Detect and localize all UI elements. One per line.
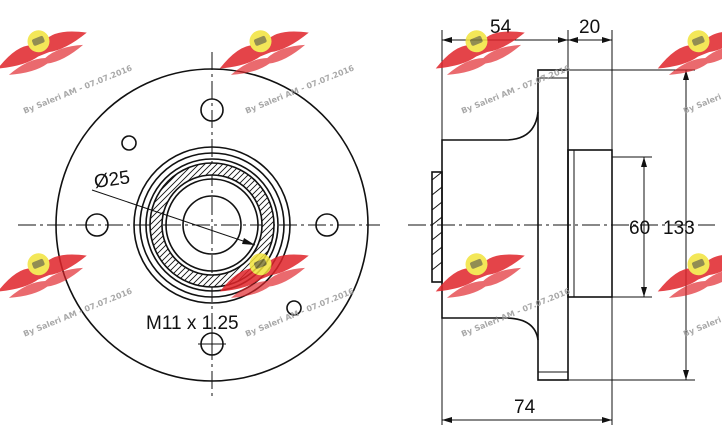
flange-outline	[55, 68, 369, 382]
back-seal	[431, 171, 443, 283]
stud-hole-top	[200, 98, 224, 122]
bore-diameter-label: Ø25	[93, 167, 131, 193]
dim-74-label: 74	[514, 397, 536, 418]
front-view: Ø25 M11 x 1.25	[18, 52, 380, 400]
watermark-stamp: By Saleri AM - 07.07.2016	[0, 30, 134, 116]
inner-hub-ring	[165, 178, 259, 272]
dim-133-label: 133	[663, 218, 695, 239]
watermark-stamp: By Saleri AM - 07.07.2016	[435, 253, 572, 339]
dim-20-label: 20	[579, 17, 600, 38]
watermark-caption: By Saleri AM - 07.07.2016	[22, 63, 134, 115]
watermark-caption: By Saleri AM - 07.07.2016	[22, 286, 134, 338]
watermark-stamp: By Saleri AM - 07.07.2016	[219, 30, 356, 116]
stud-hole-right	[315, 213, 339, 237]
thread-label: M11 x 1.25	[146, 313, 239, 334]
small-hole-upper-left	[121, 135, 137, 151]
back-seal-hatching	[431, 171, 443, 271]
bearing-outer-ring	[133, 146, 291, 304]
small-hole-lower-right	[286, 300, 302, 316]
bore-hole	[182, 195, 242, 255]
watermark-caption: By Saleri AM - 07.07.2016	[244, 286, 356, 338]
bearing-ring-3	[145, 158, 279, 292]
bore-arrow	[242, 238, 255, 245]
bearing-ring-2	[139, 152, 285, 298]
pilot-profile	[567, 149, 613, 298]
watermark-caption: By Saleri AM - 07.07.2016	[460, 286, 572, 338]
watermark-caption: By Saleri AM - 07.07.2016	[244, 63, 356, 115]
side-view: 54 20 60 133 74	[408, 17, 715, 425]
watermark-caption: By Saleri AM - 07.07.2016	[460, 63, 572, 115]
dim-60-label: 60	[629, 218, 650, 239]
stud-hole-left	[85, 213, 109, 237]
bore-diameter-leader	[91, 189, 256, 246]
